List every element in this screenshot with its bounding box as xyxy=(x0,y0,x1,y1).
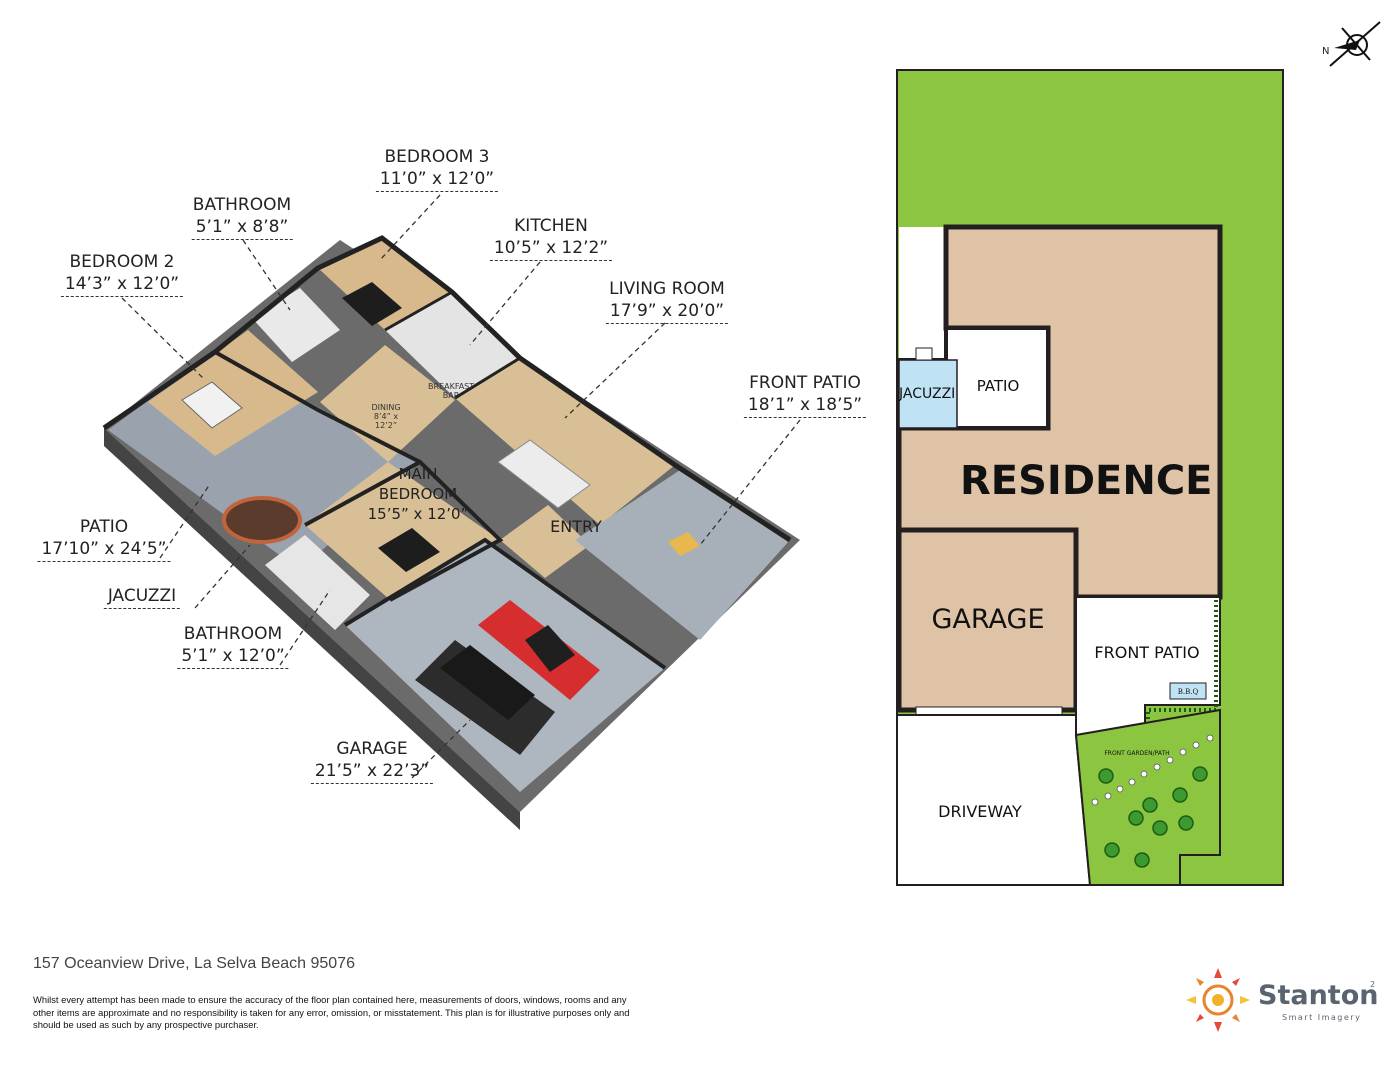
room-name-line1: MAIN xyxy=(398,465,438,483)
red-car-icon xyxy=(478,600,600,700)
room-label-main-bedroom: MAIN BEDROOM 15’5” x 12’0” xyxy=(368,464,469,524)
room-name: BATHROOM xyxy=(192,195,292,215)
room-label-dining: DINING 8’4” x 12’2” xyxy=(366,403,406,430)
room-name: JACUZZI xyxy=(103,585,181,609)
room-name: BATHROOM xyxy=(183,624,283,644)
leader-lines xyxy=(121,194,801,779)
room-name: FRONT PATIO xyxy=(749,373,861,393)
room-name: DINING xyxy=(371,403,401,412)
property-address: 157 Oceanview Drive, La Selva Beach 9507… xyxy=(33,955,355,972)
room-name: KITCHEN xyxy=(514,216,588,236)
room-name-line1: BREAKFAST xyxy=(428,382,475,391)
room-dimensions: 11’0” x 12’0” xyxy=(375,168,499,192)
site-plan xyxy=(896,69,1284,886)
floorplan-3d xyxy=(102,194,801,830)
garage-door xyxy=(915,706,1063,716)
bbq-label: B.B.Q xyxy=(1177,688,1199,696)
room-dimensions: 5’1” x 12’0” xyxy=(177,645,289,669)
room-label-kitchen: KITCHEN 10’5” x 12’2” xyxy=(489,215,613,261)
room-dimensions: 17’10” x 24’5” xyxy=(37,538,171,562)
room-dimensions: 18’1” x 18’5” xyxy=(743,394,867,418)
room-dimensions: 14’3” x 12’0” xyxy=(60,273,184,297)
room-dimensions: 17’9” x 20’0” xyxy=(605,300,729,324)
room-name: GARAGE xyxy=(336,739,408,759)
room-label-breakfast-bar: BREAKFAST BAR xyxy=(428,382,474,400)
room-label-entry: ENTRY xyxy=(550,517,602,536)
logo-tagline: Smart Imagery xyxy=(1282,1013,1362,1022)
room-label-bedroom3: BEDROOM 3 11’0” x 12’0” xyxy=(375,146,499,192)
room-label-garage: GARAGE 21’5” x 22’3” xyxy=(310,738,434,784)
room-label-living-room: LIVING ROOM 17’9” x 20’0” xyxy=(605,278,729,324)
compass-icon xyxy=(1329,21,1381,67)
residence-label: RESIDENCE xyxy=(960,458,1213,504)
logo-superscript: 2 xyxy=(1370,980,1376,989)
compass-north-label: N xyxy=(1322,46,1330,57)
room-dimensions: 21’5” x 22’3” xyxy=(310,760,434,784)
room-name: BEDROOM 3 xyxy=(384,147,490,167)
driveway-shape xyxy=(896,714,1092,886)
garage-shape xyxy=(896,527,1079,713)
floorplan-3d-model xyxy=(102,235,800,830)
driveway-label: DRIVEWAY xyxy=(938,802,1022,821)
room-name-line2: BAR xyxy=(442,391,460,400)
room-label-jacuzzi: JACUZZI xyxy=(103,585,181,609)
room-dimensions: 10’5” x 12’2” xyxy=(489,237,613,261)
room-label-bedroom2: BEDROOM 2 14’3” x 12’0” xyxy=(60,251,184,297)
jacuzzi-steps-icon xyxy=(915,347,933,361)
front-patio-label: FRONT PATIO xyxy=(1094,643,1200,662)
front-garden-label: FRONT GARDEN/PATH xyxy=(1104,750,1170,757)
stanton-logo-icon xyxy=(1186,968,1250,1032)
stepping-stones xyxy=(1091,734,1214,806)
garage-label: GARAGE xyxy=(931,604,1045,635)
room-dimensions: 5’1” x 8’8” xyxy=(191,216,293,240)
room-dimensions: 15’5” x 12’0” xyxy=(367,505,469,523)
room-name-line2: BEDROOM xyxy=(378,485,458,503)
room-label-patio: PATIO 17’10” x 24’5” xyxy=(37,516,171,562)
room-dimensions: 8’4” x 12’2” xyxy=(373,412,399,430)
disclaimer-text: Whilst every attempt has been made to en… xyxy=(33,994,630,1031)
logo-wordmark: Stanton xyxy=(1258,980,1379,1011)
bush-icons xyxy=(1098,766,1208,868)
jacuzzi-label: JACUZZI xyxy=(899,386,956,402)
room-label-bathroom-2: BATHROOM 5’1” x 12’0” xyxy=(177,623,289,669)
bbq-shape xyxy=(1169,682,1207,700)
jacuzzi-shape xyxy=(898,359,958,429)
room-label-bathroom: BATHROOM 5’1” x 8’8” xyxy=(191,194,293,240)
black-suv-icon xyxy=(415,640,555,755)
patio-label: PATIO xyxy=(976,377,1020,395)
room-name: LIVING ROOM xyxy=(609,279,725,299)
room-name: PATIO xyxy=(79,517,129,537)
room-name: BEDROOM 2 xyxy=(69,252,175,272)
room-label-front-patio: FRONT PATIO 18’1” x 18’5” xyxy=(743,372,867,418)
